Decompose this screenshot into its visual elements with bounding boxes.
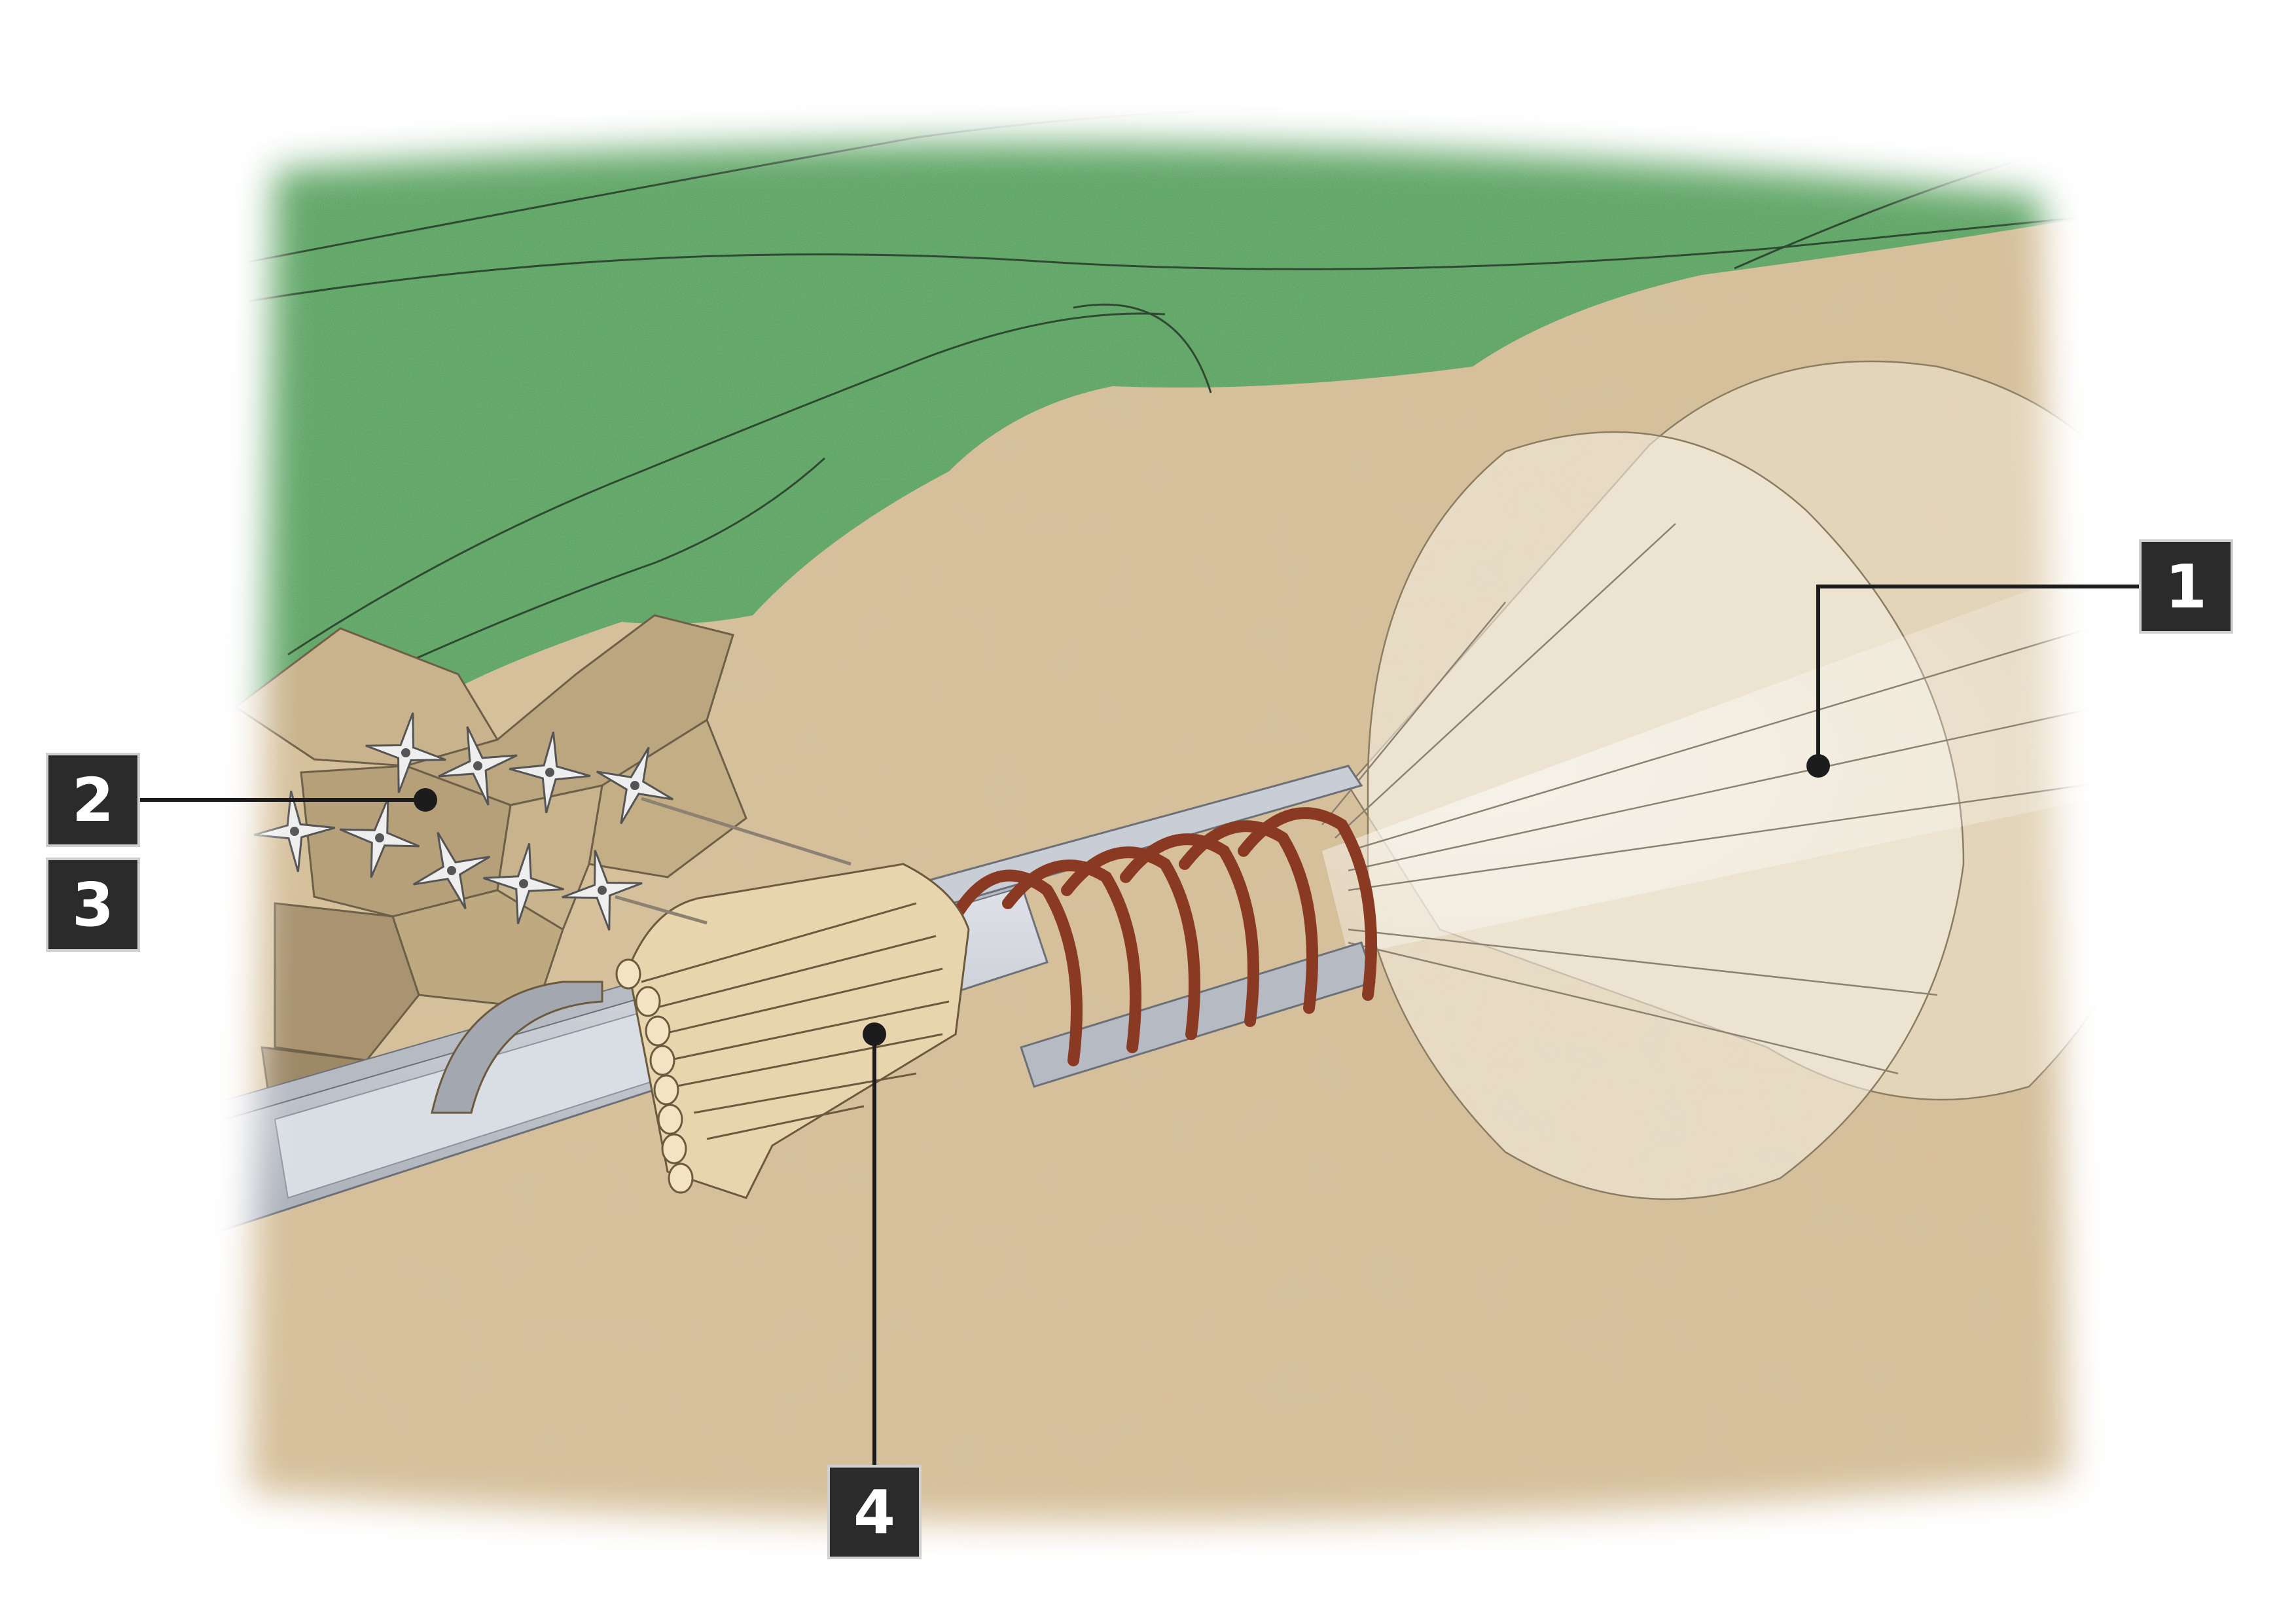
bolt-nut [473, 761, 482, 770]
arch-rib [1120, 833, 1259, 1027]
grass-contours [248, 107, 2095, 682]
log-lagging [431, 863, 970, 1199]
leader-dot-1 [1806, 754, 1830, 778]
bolt-nut [519, 879, 528, 888]
callouts: 1 2 3 4 [46, 539, 2233, 1559]
bolt-nut [447, 866, 456, 875]
leader-dot-2 [414, 788, 437, 812]
arch-rib [950, 869, 1083, 1066]
bolt-nut [545, 768, 554, 777]
grout-fan [1322, 576, 2094, 956]
callout-label-1: 1 [2165, 552, 2207, 622]
callout-label-3: 3 [72, 870, 114, 940]
bolt-shaft [615, 895, 708, 925]
bolt-nut [630, 781, 639, 790]
portal-arch [431, 981, 603, 1114]
callout-badge-1: 1 [2139, 539, 2233, 634]
grout-fan-lines [1321, 523, 2174, 1075]
callout-badge-3: 3 [46, 857, 140, 952]
grout-zones [1321, 360, 2188, 1200]
grass-texture [0, 0, 2296, 733]
callout-badge-4: 4 [827, 1465, 922, 1559]
callout-label-2: 2 [72, 765, 114, 835]
bolt-shaft [641, 797, 852, 866]
leader-lines [137, 585, 2140, 1466]
callout-label-4: 4 [853, 1477, 895, 1547]
leader-line-1 [1816, 585, 2140, 766]
arch-ribs [950, 807, 1377, 1066]
rock-bolts [615, 797, 852, 925]
bolt-nut [598, 886, 607, 895]
bolt-nut [290, 827, 299, 836]
leader-dots [414, 754, 1830, 1046]
arch-rib [1002, 859, 1141, 1053]
bolt-nut [401, 748, 410, 757]
callout-badge-2: 2 [46, 753, 140, 847]
bolt-plates [253, 712, 674, 931]
arch-rib [1179, 820, 1318, 1014]
leader-dot-4 [863, 1022, 886, 1046]
bolt-nut [375, 833, 384, 842]
arch-rib [1238, 807, 1377, 1001]
arch-rib [1061, 846, 1200, 1040]
log-ends [615, 958, 694, 1194]
